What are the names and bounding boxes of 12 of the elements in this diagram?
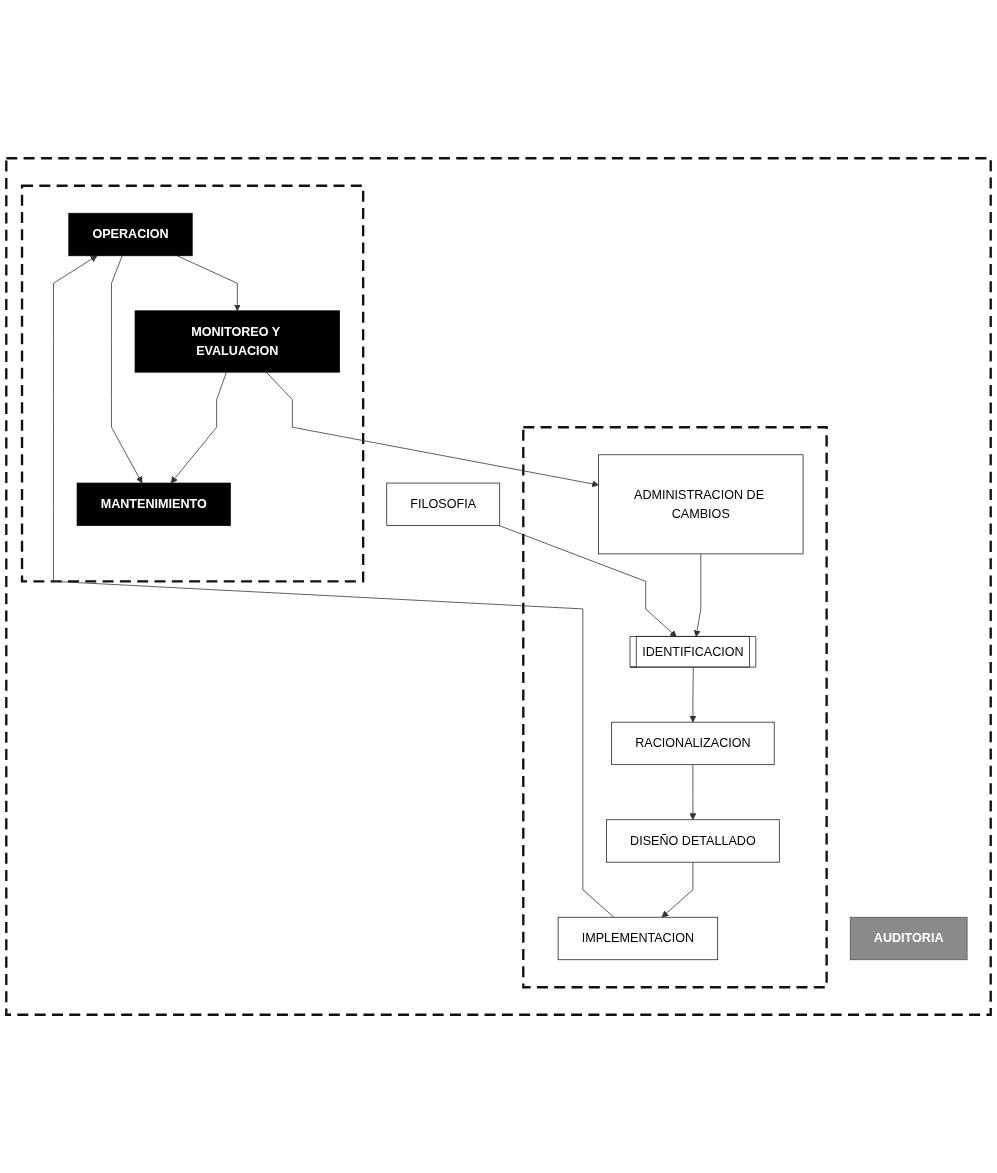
cluster [522,426,828,989]
node-box: AUDITORIA [849,916,968,961]
node-box: IMPLEMENTACION [557,916,719,961]
cluster [20,184,365,583]
node-box: FILOSOFIA [386,482,501,526]
node-box: OPERACION [68,212,193,257]
node-box: DISEÑO DETALLADO [606,819,780,863]
node-box: MANTENIMIENTO [76,482,231,526]
cluster [5,157,992,1016]
node-box: MONITOREO Y EVALUACION [134,310,340,373]
node-box: ADMINISTRACION DE CAMBIOS [598,454,804,555]
node-box: RACIONALIZACION [611,721,775,766]
